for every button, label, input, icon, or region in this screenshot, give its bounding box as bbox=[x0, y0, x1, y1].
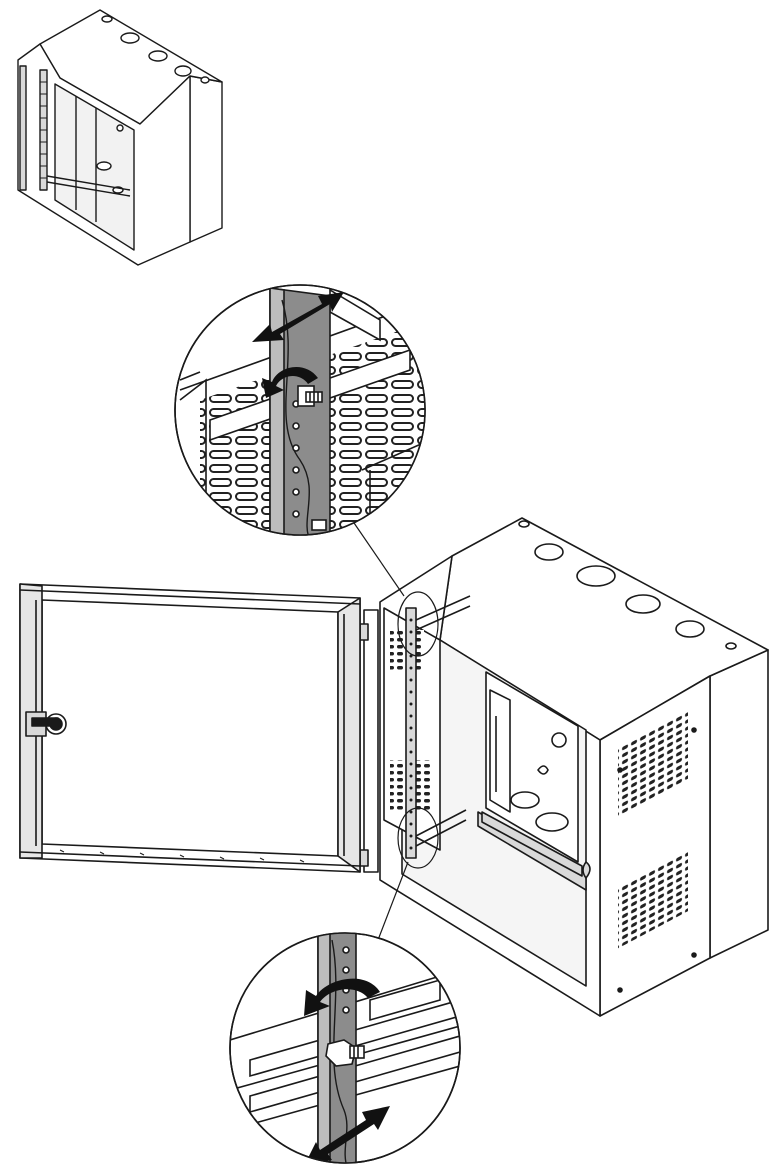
knockout-hole-icon bbox=[518, 520, 737, 650]
rotate-arrow-icon bbox=[262, 366, 318, 398]
slide-arrow-icon bbox=[252, 292, 344, 342]
bolt-icon bbox=[297, 385, 327, 531]
front-mounting-rail bbox=[405, 607, 417, 859]
small-cabinet-overview bbox=[17, 9, 223, 266]
callout-leader-lines bbox=[351, 519, 439, 941]
top-rail-detail-callout bbox=[174, 284, 426, 536]
bolt-icon bbox=[325, 1039, 365, 1067]
cable-entry-hole bbox=[551, 732, 567, 748]
vent-grille-lower bbox=[618, 851, 688, 949]
cabinet-door bbox=[19, 583, 361, 873]
slide-arrow-icon bbox=[304, 1106, 390, 1163]
door-handle-icon bbox=[582, 861, 591, 879]
bottom-rail-detail-callout bbox=[229, 932, 461, 1164]
vent-grille-upper bbox=[618, 709, 688, 817]
knockout-hole-icon bbox=[510, 791, 540, 809]
main-cabinet-with-open-door bbox=[359, 517, 769, 1017]
knockout-hole-icon bbox=[101, 15, 210, 84]
rotate-arrow-icon bbox=[304, 978, 380, 1016]
wall-bracket-side bbox=[709, 649, 769, 959]
door-handle-icon bbox=[25, 711, 67, 737]
knockout-hole-icon bbox=[535, 812, 569, 832]
